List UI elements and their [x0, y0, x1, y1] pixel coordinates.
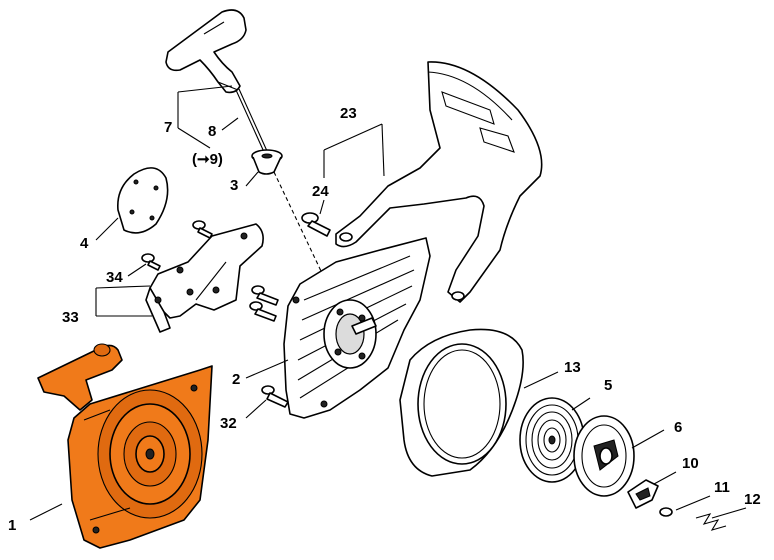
screw-24[interactable] — [301, 212, 331, 237]
part-labels: 1 2 3 4 5 6 7 8 (➞9) 10 11 12 13 23 24 3… — [8, 105, 761, 534]
rewind-starter-highlighted[interactable] — [37, 343, 213, 549]
label-1: 1 — [8, 517, 16, 534]
label-3: 3 — [230, 177, 238, 194]
label-2: 2 — [232, 371, 240, 388]
label-4: 4 — [80, 235, 89, 252]
label-13: 13 — [564, 359, 581, 376]
screw-small-top[interactable] — [192, 220, 213, 239]
rope-rotor[interactable] — [573, 415, 635, 497]
washer-plate[interactable] — [117, 167, 169, 234]
label-11: 11 — [714, 479, 730, 496]
label-23: 23 — [340, 105, 357, 122]
label-24: 24 — [312, 183, 329, 200]
label-6: 6 — [674, 419, 682, 436]
rewind-spring[interactable] — [519, 397, 585, 483]
pawl[interactable] — [627, 479, 659, 509]
leader-lines — [29, 85, 747, 521]
fan-housing[interactable] — [283, 237, 431, 419]
fan-shroud[interactable] — [399, 328, 524, 477]
rope-guide-bush[interactable] — [251, 149, 283, 175]
label-12: 12 — [744, 491, 761, 508]
label-10: 10 — [682, 455, 699, 472]
label-9: (➞9) — [192, 151, 223, 168]
spring-clip[interactable] — [695, 513, 727, 531]
label-7: 7 — [164, 119, 172, 136]
bracket-plate[interactable] — [145, 223, 264, 333]
hand-guard[interactable] — [335, 61, 543, 303]
starter-grip[interactable] — [165, 9, 268, 153]
label-33: 33 — [62, 309, 79, 326]
washer[interactable] — [659, 507, 673, 517]
label-32: 32 — [220, 415, 237, 432]
label-5: 5 — [604, 377, 612, 394]
screw-34[interactable] — [141, 253, 161, 271]
label-34: 34 — [106, 269, 123, 286]
housing-screws[interactable] — [249, 285, 289, 408]
label-8: 8 — [208, 123, 216, 140]
